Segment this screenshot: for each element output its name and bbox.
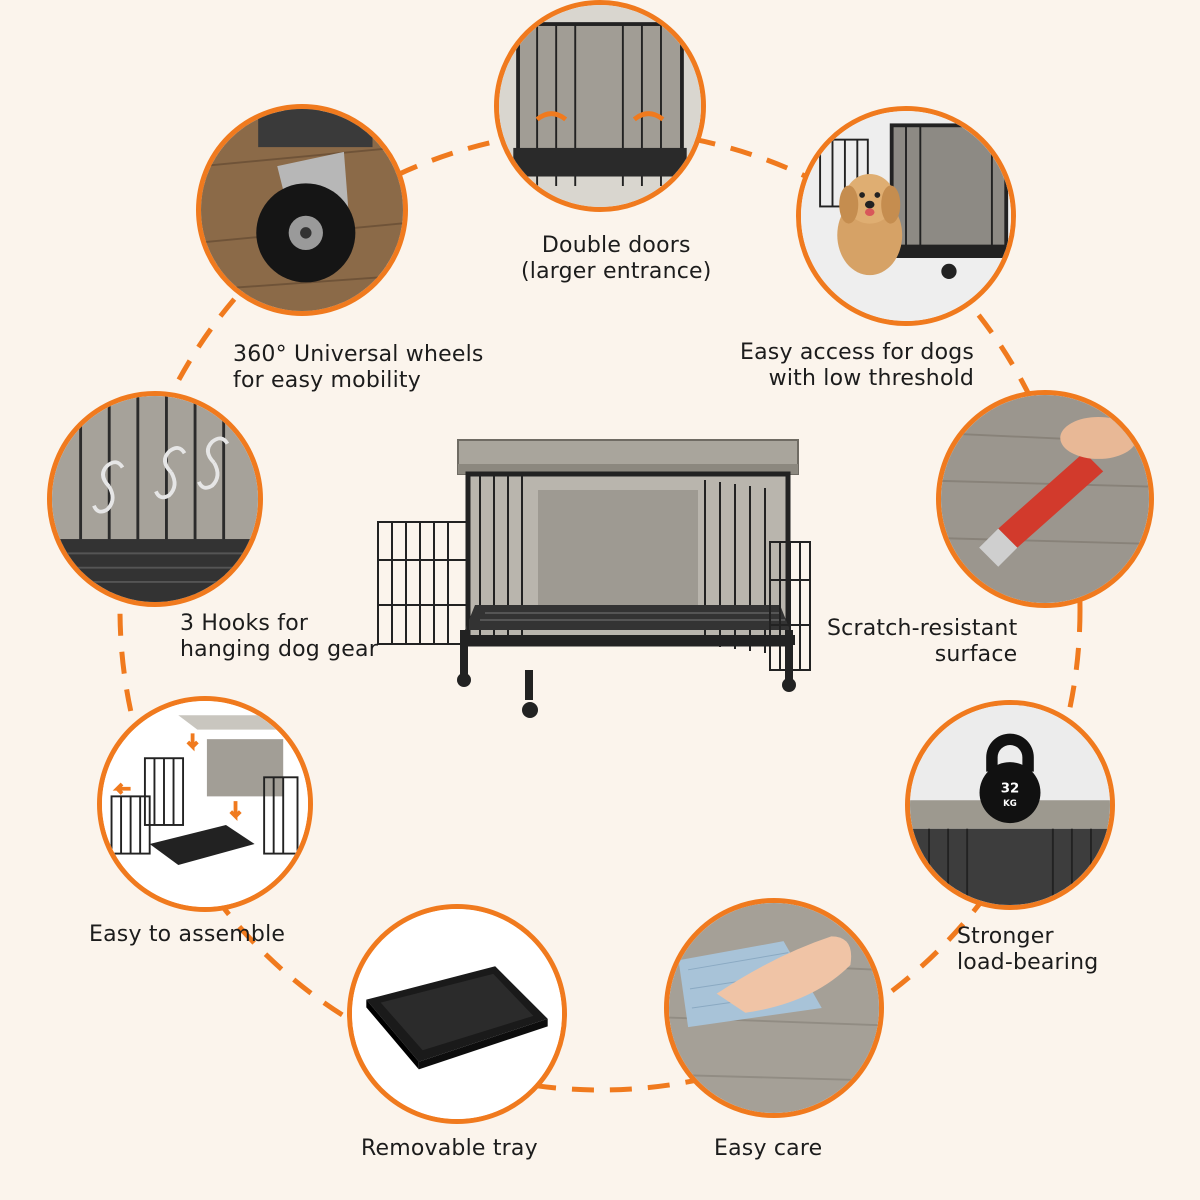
removable-tray-photo: [347, 904, 567, 1124]
load-bearing-label: Stronger load-bearing: [957, 924, 1099, 975]
caster-wheel-icon: [201, 109, 403, 311]
blade-on-wood-icon: [941, 395, 1149, 603]
cloth-wipe-icon: [669, 903, 879, 1113]
removable-tray-label: Removable tray: [361, 1136, 538, 1161]
easy-assemble-label: Easy to assemble: [89, 922, 286, 947]
double-doors-photo: [494, 0, 706, 212]
svg-text:32: 32: [1001, 782, 1020, 797]
dog-icon: [801, 111, 1011, 321]
hooks-photo: [47, 391, 263, 607]
load-bearing-photo: 32 KG: [905, 700, 1115, 910]
svg-text:KG: KG: [1003, 799, 1017, 809]
easy-access-photo: [796, 106, 1016, 326]
easy-access-label: Easy access for dogs with low threshold: [740, 340, 975, 391]
double-doors-label: Double doors (larger entrance): [521, 233, 712, 284]
scratch-resistant-label: Scratch-resistant surface: [827, 616, 1018, 667]
wheels-label: 360° Universal wheels for easy mobility: [233, 342, 484, 393]
hooks-icon: [52, 396, 258, 602]
double-doors-icon: [499, 5, 701, 207]
scratch-resistant-photo: [936, 390, 1154, 608]
hooks-label: 3 Hooks for hanging dog gear: [180, 611, 378, 662]
assembly-icon: [102, 701, 308, 907]
easy-assemble-photo: [97, 696, 313, 912]
wheels-photo: [196, 104, 408, 316]
kettlebell-icon: 32 KG: [910, 705, 1110, 905]
easy-care-photo: [664, 898, 884, 1118]
dog-crate-product-image: [360, 430, 830, 730]
easy-care-label: Easy care: [714, 1136, 823, 1161]
tray-icon: [352, 909, 562, 1119]
